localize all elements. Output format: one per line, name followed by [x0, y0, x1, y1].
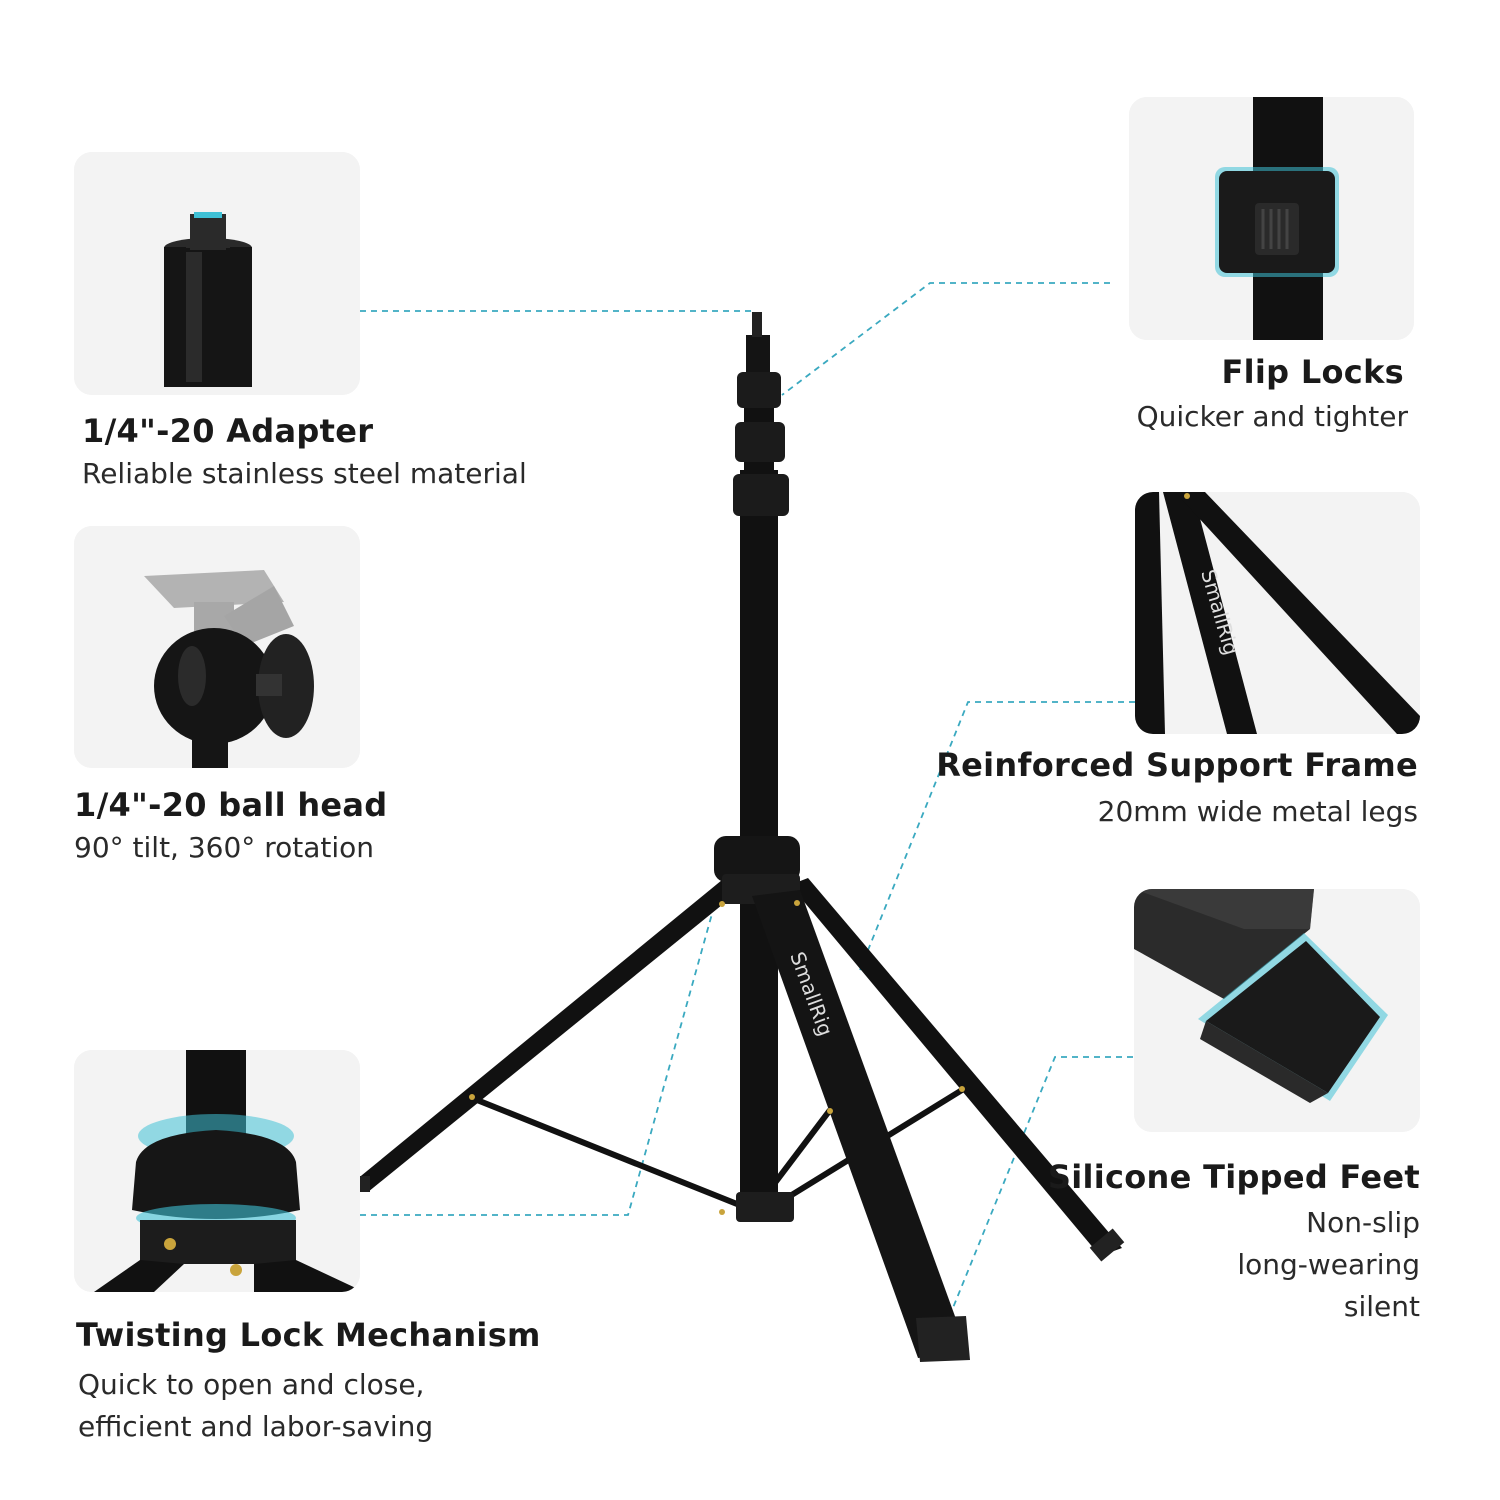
support-frame-detail-card: SmallRig [1135, 492, 1420, 734]
feet-detail-card [1134, 889, 1420, 1132]
flip-locks-title: Flip Locks [1221, 353, 1404, 391]
flip-lock-icon [1129, 97, 1414, 340]
tripod-leg-right [790, 878, 1122, 1256]
support-frame-title: Reinforced Support Frame [936, 746, 1418, 784]
feet-desc-line3: silent [1343, 1290, 1420, 1323]
ball-head-title: 1/4"-20 ball head [74, 786, 388, 824]
flip-lock-3 [733, 474, 789, 516]
silicone-foot-icon [1134, 889, 1420, 1132]
tripod-leg-front [752, 890, 968, 1358]
twist-lock-icon [74, 1050, 360, 1292]
twist-lock-title: Twisting Lock Mechanism [76, 1316, 541, 1354]
support-frame-desc: 20mm wide metal legs [1097, 795, 1418, 828]
feet-desc-line2: long-wearing [1237, 1248, 1420, 1281]
leader-flip-locks [781, 282, 1110, 396]
flip-locks-desc: Quicker and tighter [1136, 400, 1408, 433]
adapter-title: 1/4"-20 Adapter [82, 412, 374, 450]
flip-lock-2 [735, 422, 785, 462]
adapter-screw-icon [74, 152, 360, 395]
twist-lock-desc-line2: efficient and labor-saving [78, 1410, 434, 1443]
flip-lock-1 [737, 372, 781, 408]
ball-head-desc: 90° tilt, 360° rotation [74, 831, 374, 864]
adapter-detail-card [74, 152, 360, 395]
twist-lock-detail-card [74, 1050, 360, 1292]
feet-title: Silicone Tipped Feet [1047, 1158, 1420, 1196]
adapter-desc: Reliable stainless steel material [82, 457, 527, 490]
flip-locks-detail-card [1129, 97, 1414, 340]
feet-desc-line1: Non-slip [1306, 1206, 1420, 1239]
leader-support-frame [859, 701, 1135, 971]
tripod-hub [714, 836, 800, 882]
ball-head-icon [74, 526, 360, 768]
ball-head-detail-card [74, 526, 360, 768]
leader-twist-lock [360, 877, 723, 1216]
support-frame-icon: SmallRig [1135, 492, 1420, 734]
tripod-leg-left [356, 880, 738, 1192]
twist-lock-desc-line1: Quick to open and close, [78, 1368, 425, 1401]
leader-feet [947, 1056, 1133, 1321]
